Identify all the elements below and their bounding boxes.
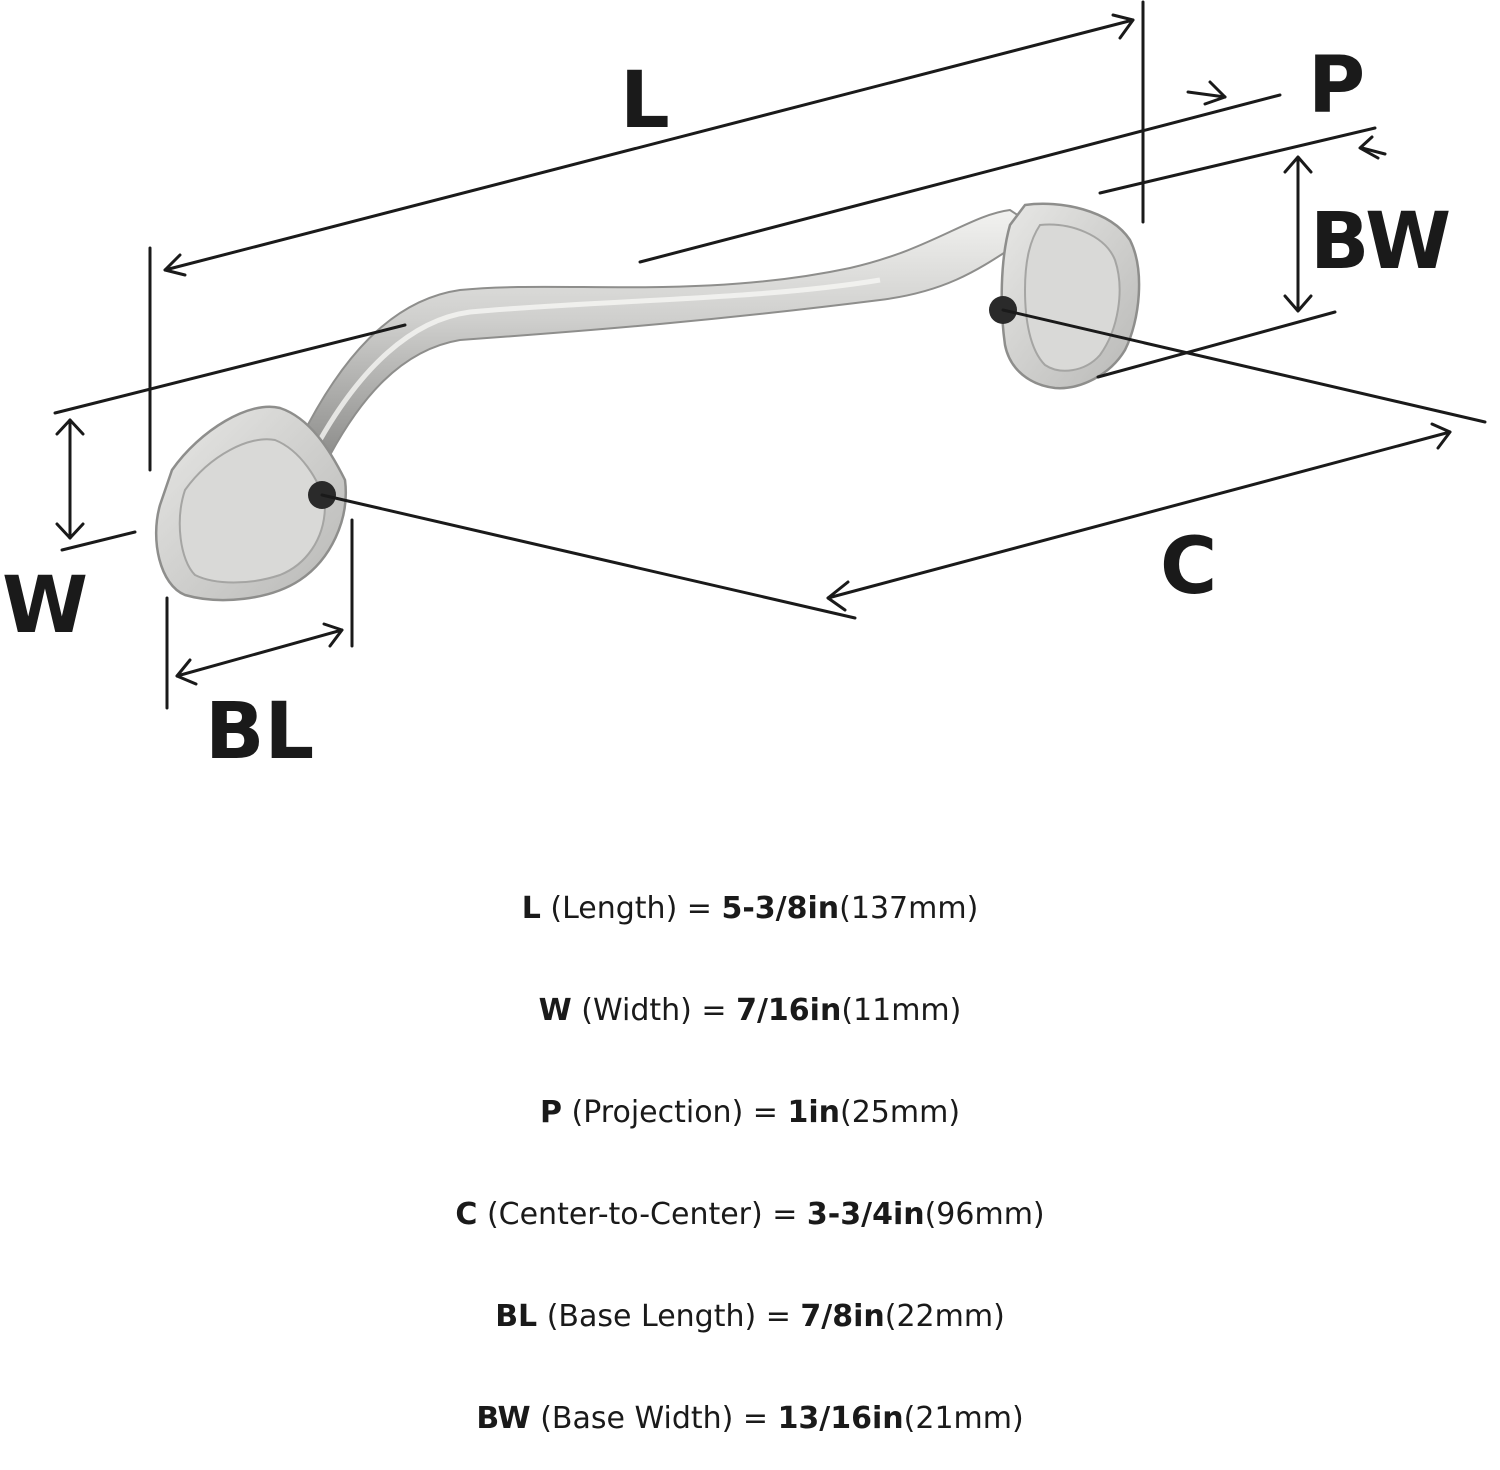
label-center: C xyxy=(1160,522,1217,612)
spec-projection: P (Projection) = 1in(25mm) xyxy=(0,1062,1500,1164)
spec-code: BW xyxy=(476,1401,531,1436)
dimension-lines xyxy=(53,0,1487,710)
spec-millimeters: (25mm) xyxy=(840,1095,961,1130)
spec-millimeters: (22mm) xyxy=(884,1299,1005,1334)
spec-inches: 5-3/8in xyxy=(721,891,840,926)
spec-millimeters: (21mm) xyxy=(903,1401,1024,1436)
spec-code: P xyxy=(539,1095,562,1130)
spec-center-to-center: C (Center-to-Center) = 3-3/4in(96mm) xyxy=(0,1164,1500,1266)
spec-millimeters: (137mm) xyxy=(839,891,979,926)
spec-inches: 7/16in xyxy=(736,993,842,1028)
label-length: L xyxy=(620,56,670,146)
spec-width: W (Width) = 7/16in(11mm) xyxy=(0,960,1500,1062)
spec-description: (Base Width) = xyxy=(540,1401,778,1436)
spec-description: (Projection) = xyxy=(571,1095,788,1130)
spec-description: (Center-to-Center) = xyxy=(486,1197,807,1232)
spec-base-length: BL (Base Length) = 7/8in(22mm) xyxy=(0,1266,1500,1368)
label-base-width: BW xyxy=(1310,197,1451,287)
spec-millimeters: (96mm) xyxy=(924,1197,1045,1232)
spec-length: L (Length) = 5-3/8in(137mm) xyxy=(0,858,1500,960)
spec-inches: 7/8in xyxy=(800,1299,885,1334)
spec-description: (Width) = xyxy=(581,993,737,1028)
dimension-spec-list: L (Length) = 5-3/8in(137mm) W (Width) = … xyxy=(0,858,1500,1470)
spec-inches: 3-3/4in xyxy=(806,1197,925,1232)
spec-base-width: BW (Base Width) = 13/16in(21mm) xyxy=(0,1368,1500,1470)
spec-millimeters: (11mm) xyxy=(841,993,962,1028)
label-base-length: BL xyxy=(205,687,314,777)
cabinet-pull-illustration xyxy=(154,202,1141,602)
spec-description: (Length) = xyxy=(550,891,722,926)
spec-code: L xyxy=(521,891,541,926)
spec-inches: 1in xyxy=(787,1095,840,1130)
spec-code: W xyxy=(538,993,572,1028)
pull-handle-diagram: L P BW W C BL xyxy=(2,0,1487,777)
spec-inches: 13/16in xyxy=(777,1401,904,1436)
label-width: W xyxy=(2,561,88,651)
spec-description: (Base Length) = xyxy=(546,1299,801,1334)
spec-code: C xyxy=(455,1197,478,1232)
label-projection: P xyxy=(1308,41,1365,131)
spec-code: BL xyxy=(495,1299,538,1334)
